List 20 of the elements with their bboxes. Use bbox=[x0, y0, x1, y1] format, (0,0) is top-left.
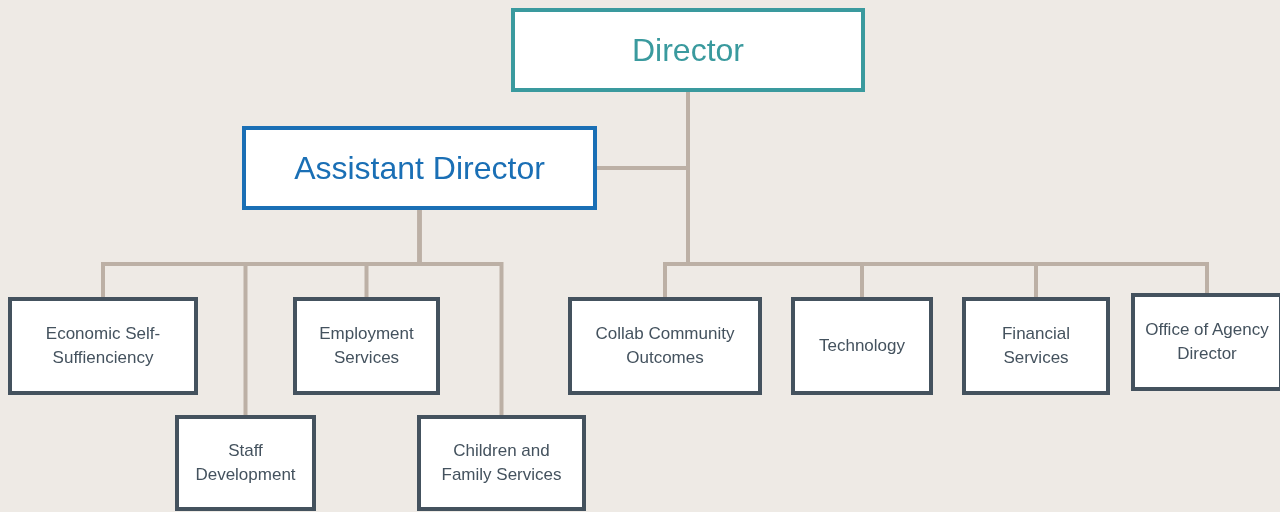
org-box bbox=[8, 297, 198, 395]
org-box bbox=[175, 415, 316, 511]
org-box bbox=[417, 415, 586, 511]
org-box bbox=[791, 297, 933, 395]
role-label: Economic Self-Suffienciency bbox=[44, 323, 162, 369]
role-label: Staff Development bbox=[194, 440, 297, 486]
org-box bbox=[293, 297, 440, 395]
role-label: Technology bbox=[818, 335, 906, 358]
org-box bbox=[242, 126, 597, 210]
org-box bbox=[962, 297, 1110, 395]
role-label: Employment Services bbox=[318, 323, 415, 369]
role-label: Director bbox=[631, 30, 745, 70]
role-label: Children and Family Services bbox=[440, 440, 563, 486]
role-label: Financial Services bbox=[1000, 323, 1071, 369]
org-box bbox=[568, 297, 762, 395]
org-box bbox=[1131, 293, 1280, 391]
role-label: Office of Agency Director bbox=[1144, 319, 1270, 365]
role-label: Assistant Director bbox=[293, 148, 546, 188]
org-box bbox=[511, 8, 865, 92]
role-label: Collab Community Outcomes bbox=[594, 323, 736, 369]
